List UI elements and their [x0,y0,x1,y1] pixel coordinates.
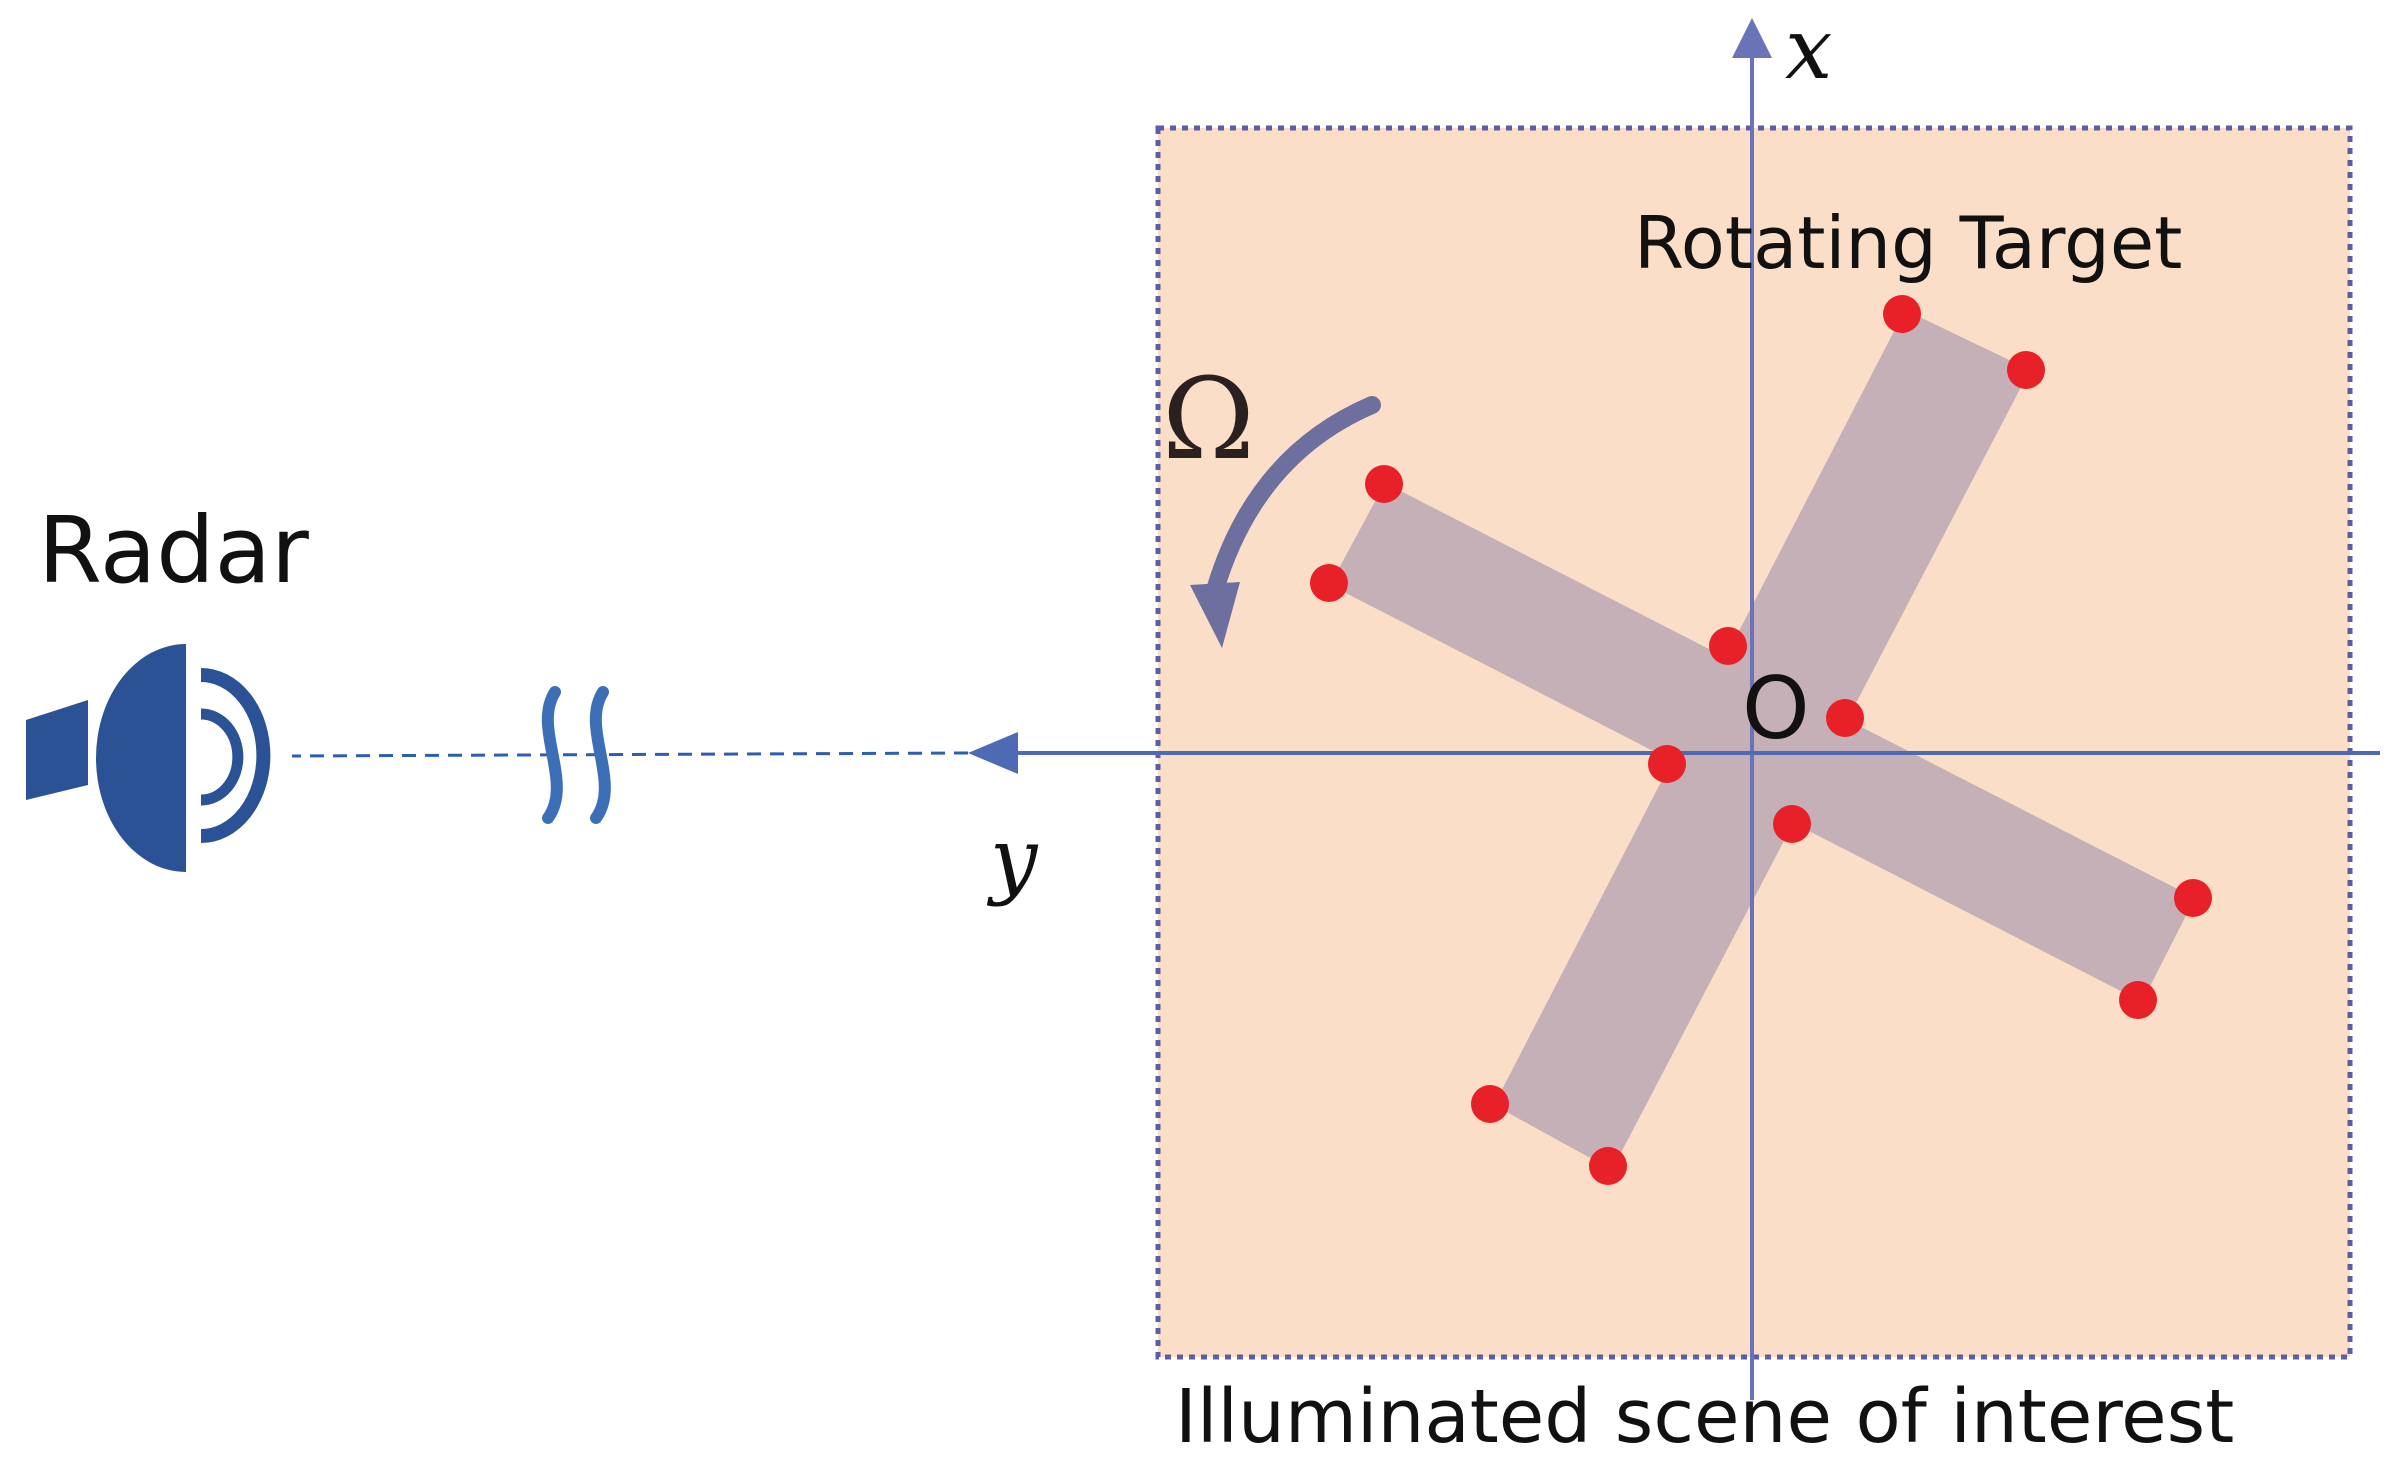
omega-label: Ω [1162,355,1255,485]
origin-label: O [1742,659,1810,759]
scatterer-point [1365,465,1403,503]
scatterer-point [1648,745,1686,783]
rotating-target-label: Rotating Target [1634,201,2182,285]
scatterer-point [2174,879,2212,917]
rotation-arrow-icon [1190,396,1381,648]
scatterer-point [1826,699,1864,737]
y-axis-label: y [986,810,1039,908]
scatterer-point [1709,627,1747,665]
scene-label: Illuminated scene of interest [1175,1374,2234,1460]
scatterer-point [2119,981,2157,1019]
y-axis-arrowhead [968,732,1018,774]
rotating-target [1330,310,2195,1170]
scatterer-point [2007,351,2045,389]
x-axis-label: x [1785,0,1832,98]
radar-horn-icon [26,644,271,872]
radar-beam-line [291,751,969,758]
scatterer-point [1773,805,1811,843]
x-axis-arrowhead [1732,18,1772,58]
scatterer-point [1589,1147,1627,1185]
scatterer-point [1883,295,1921,333]
scatterers [1310,295,2212,1185]
coordinate-axes [968,18,2380,1400]
scatterer-point [1310,564,1348,602]
radar-label: Radar [38,497,309,604]
scatterer-point [1471,1085,1509,1123]
target-blade-b [1330,483,2195,1002]
range-break-icon [541,686,611,824]
